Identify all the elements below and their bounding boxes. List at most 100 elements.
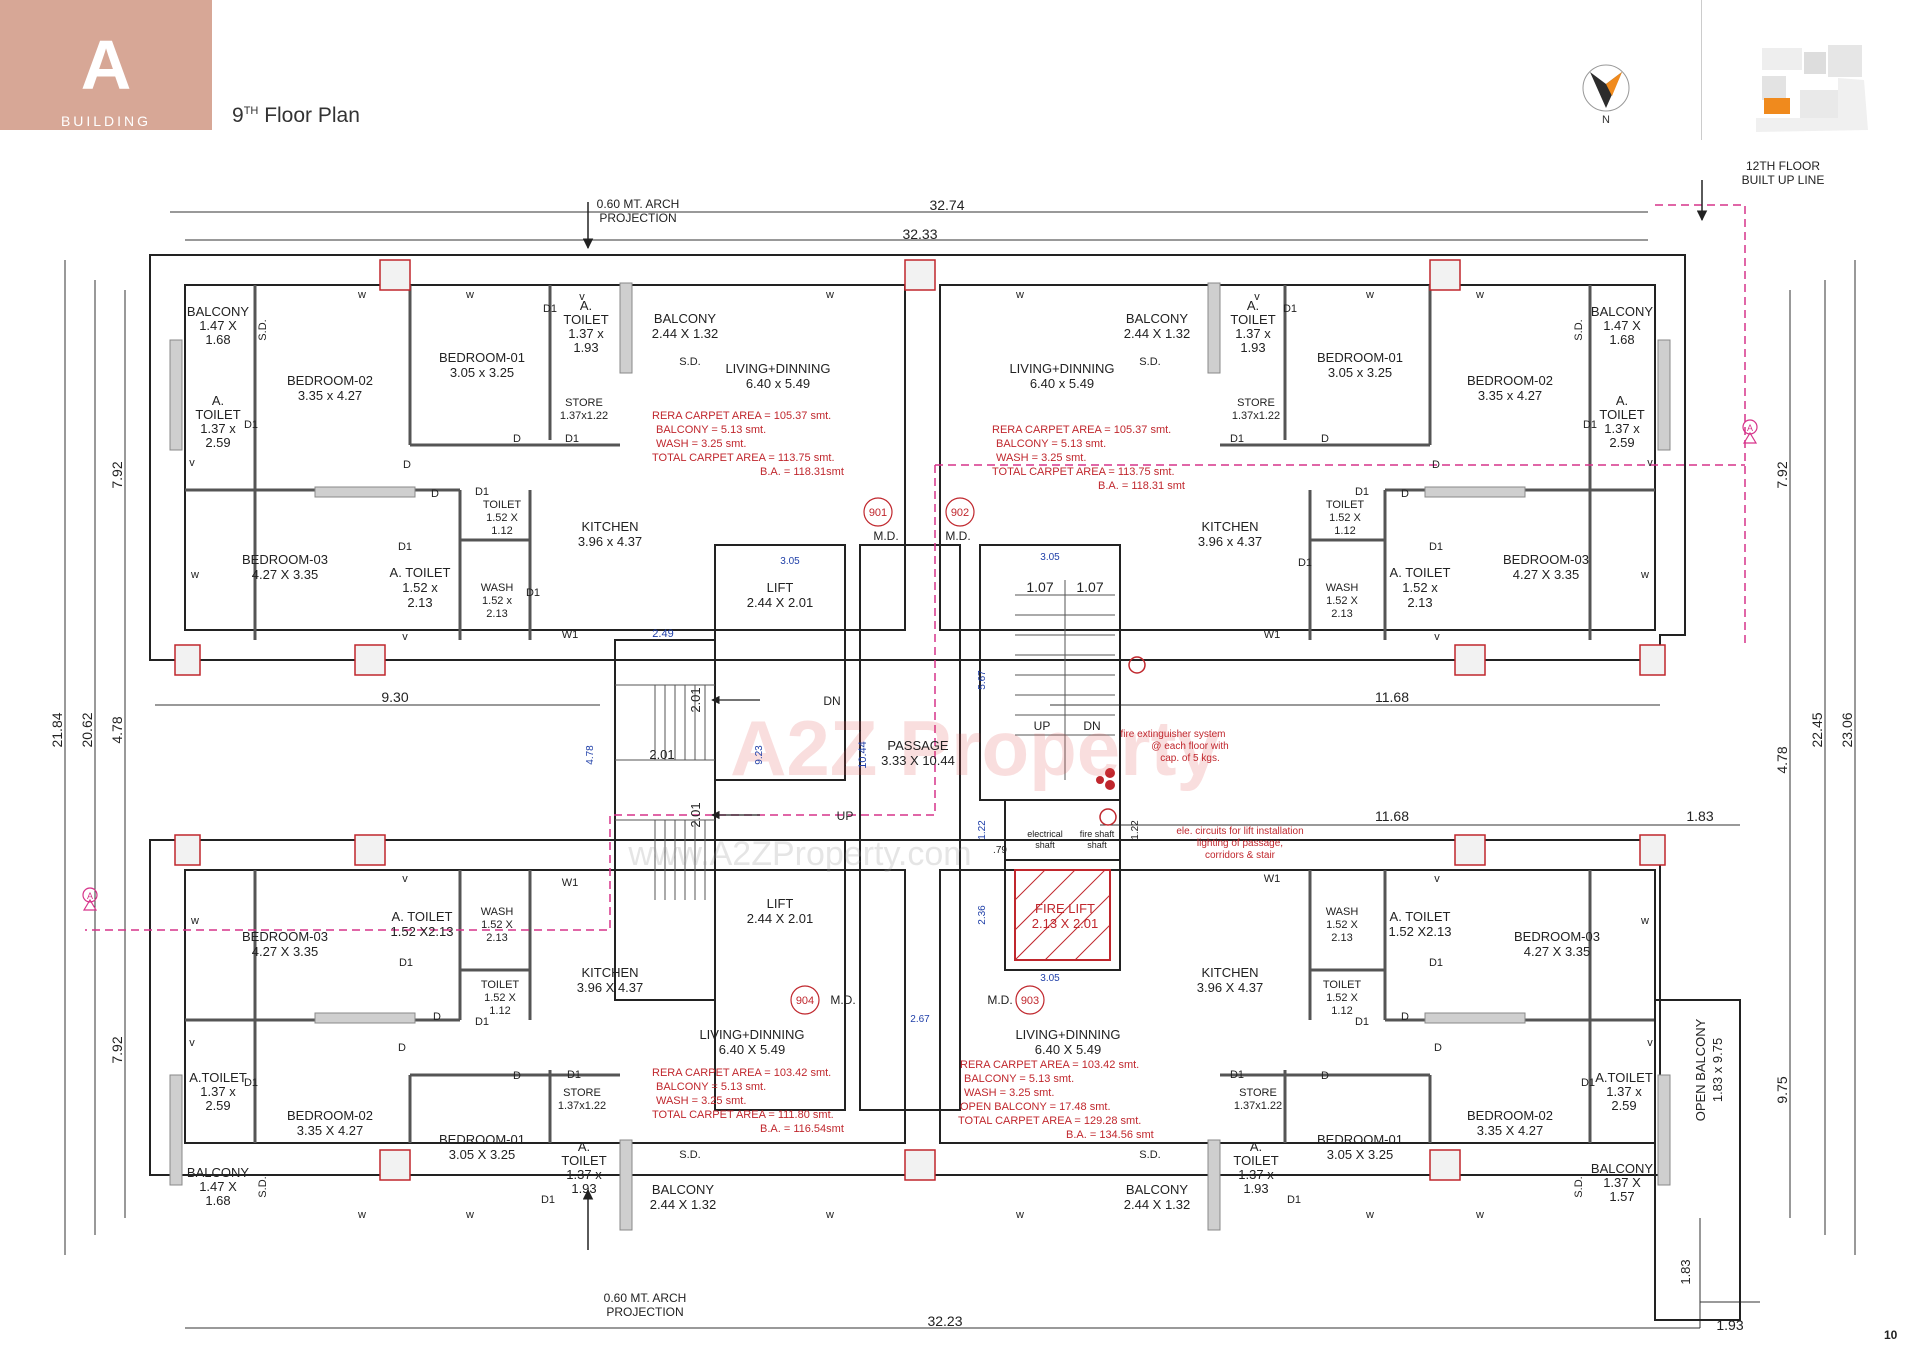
- mark-v: v: [402, 873, 408, 885]
- u902-rera: RERA CARPET AREA = 105.37 smt.: [992, 424, 1171, 436]
- r902-bed2-1: BEDROOM-02: [1467, 373, 1553, 388]
- r903-living-2: 6.40 X 5.49: [1035, 1042, 1102, 1057]
- dim-bottom-small2: 1.93: [1716, 1317, 1743, 1333]
- r902-wash-3: 2.13: [1331, 608, 1352, 620]
- mark-d: D: [431, 488, 439, 500]
- r904-bed1-2: 3.05 X 3.25: [449, 1147, 516, 1162]
- dim-left-top: 7.92: [109, 461, 125, 488]
- r902-toilet-b-3: 1.37 x: [1235, 326, 1271, 341]
- page-title: 9TH Floor Plan: [232, 104, 360, 128]
- r902-bed3-1: BEDROOM-03: [1503, 552, 1589, 567]
- dim-left-total: 21.84: [49, 712, 65, 747]
- north-compass-icon: N: [1582, 64, 1630, 126]
- lift1-name: LIFT: [767, 580, 794, 595]
- dim-top-outer: 32.74: [929, 197, 964, 213]
- mark-w1: W1: [1264, 873, 1281, 885]
- building-letter: A: [80, 26, 132, 104]
- r901-toilet-b-1: A.: [580, 298, 592, 313]
- dim-79: .79: [993, 845, 1007, 856]
- r902-bed1-1: BEDROOM-01: [1317, 350, 1403, 365]
- key-plan-icon: [1756, 45, 1868, 132]
- dim-mid-right: 11.68: [1375, 689, 1409, 705]
- dim-236: 2.36: [977, 905, 988, 925]
- dim-107b: 1.07: [1076, 579, 1103, 595]
- mark-d1: D1: [1287, 1194, 1301, 1206]
- u904-balcony: BALCONY = 5.13 smt.: [656, 1081, 766, 1093]
- dim-right-inner: 22.45: [1809, 712, 1825, 747]
- mark-w: w: [190, 569, 199, 581]
- u901-wash: WASH = 3.25 smt.: [656, 438, 746, 450]
- lift1-size: 2.44 X 2.01: [747, 595, 814, 610]
- floor-suffix: TH: [243, 105, 259, 117]
- floor-plan-label: Floor Plan: [258, 104, 360, 127]
- r903-wash-1: WASH: [1326, 906, 1359, 918]
- arch-top-line2: PROJECTION: [599, 211, 676, 225]
- r904-kitchen-1: KITCHEN: [581, 965, 638, 980]
- r902-toilet-d-3: 2.13: [1407, 595, 1432, 610]
- r901-bed2-2: 3.35 x 4.27: [298, 388, 362, 403]
- mark-v: v: [1647, 1037, 1653, 1049]
- r901-balcony-a-2: 1.47 X: [199, 318, 237, 333]
- builtup-line1: 12TH FLOOR: [1746, 159, 1820, 173]
- dim-923: 9.23: [754, 745, 765, 765]
- mark-w: w: [465, 289, 474, 301]
- mark-d1: D1: [244, 419, 258, 431]
- building-label: BUILDING: [60, 113, 152, 129]
- r904-bed2-1: BEDROOM-02: [287, 1108, 373, 1123]
- r902-toilet-b-2: TOILET: [1230, 312, 1275, 327]
- r903-bed3-2: 4.27 X 3.35: [1524, 944, 1591, 959]
- mark-d: D: [513, 433, 521, 445]
- r901-toilet-a-3: 1.37 x: [200, 421, 236, 436]
- r904-living-2: 6.40 X 5.49: [719, 1042, 786, 1057]
- mark-v: v: [579, 291, 585, 303]
- u901-balcony: BALCONY = 5.13 smt.: [656, 424, 766, 436]
- r901-living-1: LIVING+DINNING: [725, 361, 830, 376]
- mark-sd: S.D.: [1573, 319, 1585, 340]
- lift2-name: LIFT: [767, 896, 794, 911]
- compass-label: N: [1602, 114, 1610, 126]
- r901-toilet-b-2: TOILET: [563, 312, 608, 327]
- r903-toilet-b-4: 1.93: [1243, 1181, 1268, 1196]
- mark-d1: D1: [475, 1016, 489, 1028]
- u904-total: TOTAL CARPET AREA = 111.80 smt.: [652, 1109, 834, 1121]
- r903-toilet-a-2: 1.37 x: [1606, 1084, 1642, 1099]
- u902-ba: B.A. = 118.31 smt: [1098, 480, 1185, 492]
- fire-ext-2: @ each floor with: [1151, 741, 1228, 752]
- mark-d1: D1: [1355, 1016, 1369, 1028]
- page-number: 10: [1884, 1328, 1898, 1342]
- u903-balcony: BALCONY = 5.13 smt.: [964, 1073, 1074, 1085]
- r901-bed3-2: 4.27 X 3.35: [252, 567, 319, 582]
- fire-shaft-2: shaft: [1087, 840, 1107, 850]
- dim-122a: 1.22: [977, 820, 988, 840]
- r904-balcony-a-1: BALCONY: [187, 1165, 249, 1180]
- mark-v: v: [1434, 631, 1440, 643]
- r904-store-1: STORE: [563, 1087, 601, 1099]
- building-badge: A BUILDING: [0, 0, 212, 130]
- r901-toilet-a-4: 2.59: [205, 435, 230, 450]
- dim-right-top: 7.92: [1774, 461, 1790, 488]
- r904-toilet-a-2: 1.37 x: [200, 1084, 236, 1099]
- dim-right-mid: 4.78: [1774, 746, 1790, 773]
- dim-107a: 1.07: [1026, 579, 1053, 595]
- dim-right-bottom: 9.75: [1774, 1076, 1790, 1103]
- section-mark-right: A: [1747, 423, 1753, 433]
- r902-balcony-b-1: BALCONY: [1126, 311, 1188, 326]
- mark-d: D: [1321, 1070, 1329, 1082]
- ele-2: lighting of passage,: [1197, 838, 1283, 849]
- mark-d1: D1: [1355, 486, 1369, 498]
- r904-wash-3: 2.13: [486, 932, 507, 944]
- r902-balcony-b-2: 2.44 X 1.32: [1124, 326, 1191, 341]
- mark-w: w: [1475, 1209, 1484, 1221]
- r901-toilet-d-2: 1.52 x: [402, 580, 438, 595]
- mark-w: w: [825, 289, 834, 301]
- stair-dn-label: DN: [1083, 719, 1100, 733]
- r901-toilet-c-2: 1.52 X: [486, 512, 518, 524]
- mark-w1: W1: [1264, 629, 1281, 641]
- r904-toilet-b-3: 1.37 x: [566, 1167, 602, 1182]
- r901-balcony-a-1: BALCONY: [187, 304, 249, 319]
- mark-w: w: [1365, 1209, 1374, 1221]
- u903-rera: RERA CARPET AREA = 103.42 smt.: [960, 1059, 1139, 1071]
- r901-bed1-1: BEDROOM-01: [439, 350, 525, 365]
- mark-d1: D1: [543, 303, 557, 315]
- r904-balcony-b-1: BALCONY: [652, 1182, 714, 1197]
